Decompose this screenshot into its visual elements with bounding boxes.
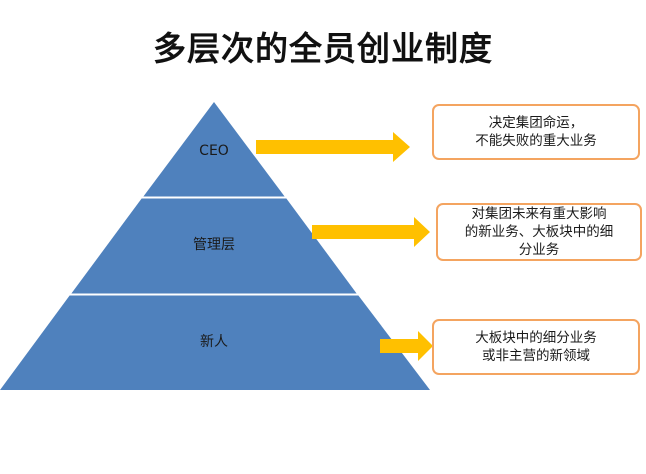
tier-label-ceo: CEO [199,143,229,159]
pyramid-tier-middle [71,198,357,294]
tier-label-newcomer: 新人 [200,334,228,350]
arrow-newcomer [380,331,433,361]
note-box-management: 对集团未来有重大影响 的新业务、大板块中的细 分业务 [436,203,642,261]
diagram-title: 多层次的全员创业制度 [153,29,493,68]
arrow-management [312,217,430,247]
pyramid-tier-top [143,102,285,197]
tier-label-management: 管理层 [193,237,235,253]
note-box-ceo: 决定集团命运， 不能失败的重大业务 [432,104,640,160]
arrow-ceo [256,132,410,162]
note-box-newcomer: 大板块中的细分业务 或非主营的新领域 [432,319,640,375]
pyramid-tier-bottom [0,295,430,390]
